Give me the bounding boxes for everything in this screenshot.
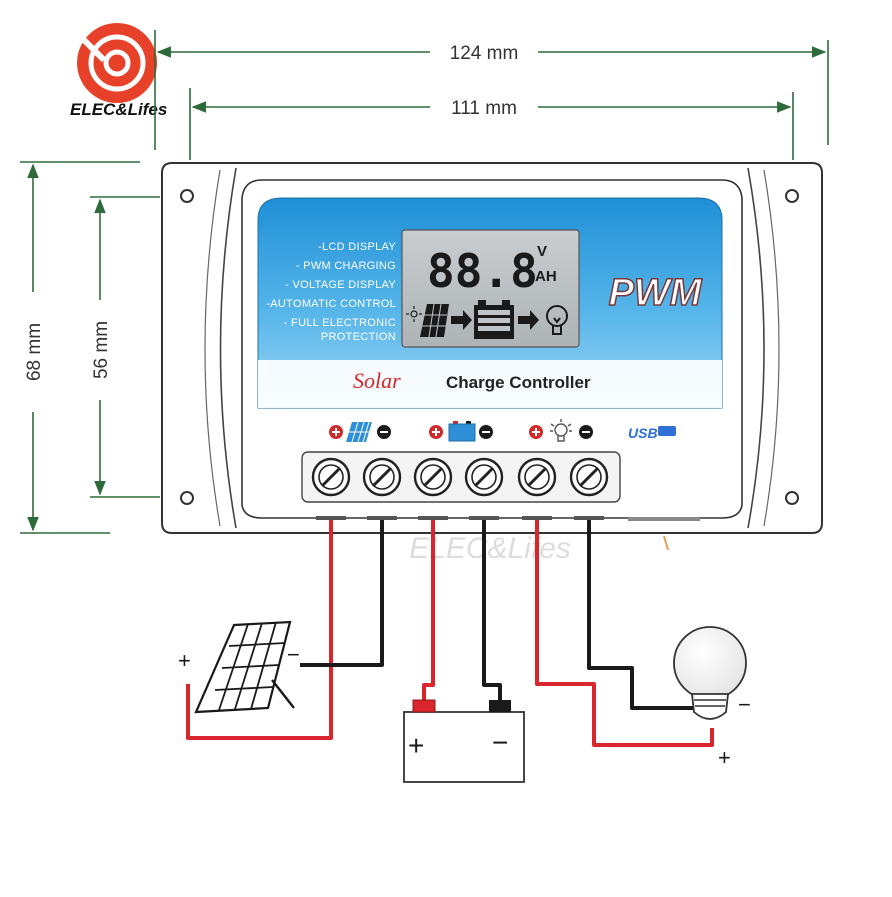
screw-terminal (569, 457, 609, 497)
watermark: ELEC&Lifes (409, 532, 571, 565)
wire-entry-slots (316, 516, 700, 521)
screw-terminal-row (301, 451, 621, 503)
wire-solar-negative (300, 520, 384, 667)
screw-terminal (362, 457, 402, 497)
lcd-arrow-icon (451, 310, 472, 330)
feature-item: -LCD DISPLAY (318, 241, 396, 253)
title-charge-controller: Charge Controller (446, 373, 591, 392)
screw-terminal (464, 457, 504, 497)
feature-item: - VOLTAGE DISPLAY (285, 279, 396, 291)
right-flange-edge (747, 167, 765, 529)
battery-device: + − (403, 699, 525, 783)
sun-icon (406, 306, 422, 322)
battery-plus-label: + (408, 730, 424, 761)
brand-logo: ELEC&Lifes (70, 23, 167, 119)
screw-terminal (413, 457, 453, 497)
brand-logo-ring (88, 34, 146, 92)
feature-item: -AUTOMATIC CONTROL (266, 298, 396, 310)
lcd-unit-ah: AH (535, 268, 557, 285)
usb-port-icon (658, 426, 676, 436)
lcd-display: 88.8 V AH (401, 229, 580, 348)
lcd-arrow-icon (518, 310, 539, 330)
lcd-bulb-icon (546, 305, 568, 335)
dimension-inner-height: 56 mm (91, 321, 112, 379)
feature-item: - PWM CHARGING (296, 260, 396, 272)
battery-minus-label: − (492, 727, 508, 758)
usb-label: USB (628, 425, 658, 441)
wire-battery-positive (422, 520, 435, 700)
mounting-hole-top-right (785, 189, 799, 203)
lcd-digits: 88.8 (427, 244, 538, 298)
title-strip (258, 360, 722, 408)
wire-solar-positive (186, 520, 333, 740)
wire-battery-negative (482, 520, 502, 700)
mounting-hole-top-left (180, 189, 194, 203)
terminal-battery-icon (448, 421, 476, 442)
screw-terminal (517, 457, 557, 497)
wires (186, 520, 714, 747)
lcd-solar-panel-icon (420, 303, 449, 338)
dimension-outer-height: 68 mm (24, 323, 45, 381)
mounting-hole-bottom-right (785, 491, 799, 505)
pwm-logo: PWM (609, 272, 703, 314)
feature-item: - FULL ELECTRONIC (284, 317, 396, 329)
brand-logo-inner-ring (103, 49, 131, 77)
terminal-solar-icon (346, 421, 372, 443)
lcd-battery-icon (474, 300, 514, 339)
terminal-symbols: USB (329, 419, 676, 443)
brand-name: ELEC&Lifes (70, 100, 167, 119)
lamp-device: − + (673, 626, 751, 770)
solar-plus-label: + (178, 648, 191, 673)
lamp-plus-label: + (718, 745, 731, 770)
lamp-minus-label: − (738, 692, 751, 717)
solar-minus-label: − (287, 642, 300, 667)
dimension-lines (20, 30, 829, 534)
feature-list: -LCD DISPLAY - PWM CHARGING - VOLTAGE DI… (266, 241, 396, 343)
dimension-inner-width: 111 mm (451, 98, 517, 119)
left-flange-edge-2 (204, 169, 221, 527)
right-flange-edge-2 (763, 169, 780, 527)
left-flange-edge (219, 167, 237, 529)
dimension-outer-width: 124 mm (450, 43, 519, 64)
orange-mark (663, 535, 669, 551)
lcd-unit-volt: V (537, 243, 547, 260)
brand-logo-slash (77, 33, 107, 63)
terminal-lamp-icon (550, 419, 572, 442)
title-script: Solar (353, 368, 401, 393)
wire-load-negative (587, 520, 698, 710)
mounting-hole-bottom-left (180, 491, 194, 505)
screw-terminal (311, 457, 351, 497)
feature-item: PROTECTION (321, 331, 396, 343)
wire-load-positive (535, 520, 714, 747)
solar-panel-device: + − (178, 620, 300, 714)
